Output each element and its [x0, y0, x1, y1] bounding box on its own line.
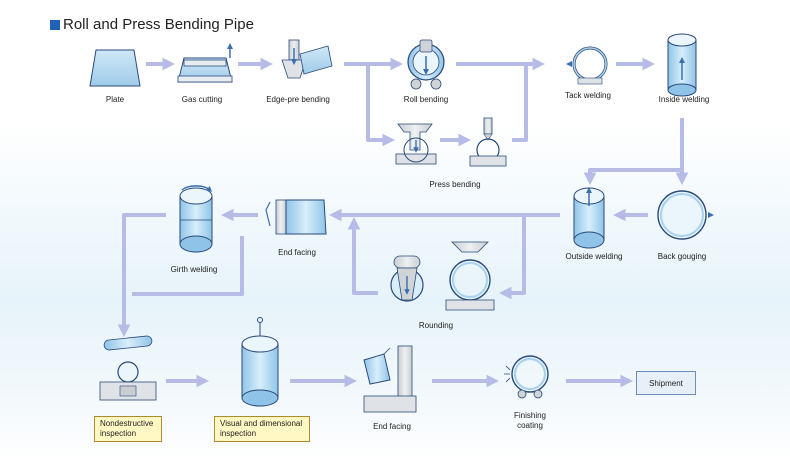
arrow-branch-to-press: [366, 64, 396, 147]
arrow-rounding-loop: [498, 215, 526, 300]
finishing-label-line2: coating: [517, 421, 543, 430]
gas-cutting-illustration: [177, 43, 233, 83]
label-back-gouging: Back gouging: [657, 252, 707, 261]
back-gouging-illustration: [657, 190, 714, 240]
page-title-text: Roll and Press Bending Pipe: [63, 16, 254, 33]
visual-label-line1: Visual and dimensional: [220, 419, 303, 428]
label-roll-bending: Roll bending: [403, 95, 449, 104]
arrow-press-return: [512, 64, 528, 142]
tack-welding-illustration: [566, 46, 608, 85]
label-edge-pre-bending: Edge-pre bending: [266, 95, 330, 104]
ndt-illustration: [99, 335, 157, 401]
label-girth-welding: Girth welding: [170, 265, 218, 274]
finishing-label-line1: Finishing: [513, 411, 547, 420]
ndt-box: Nondestructive inspection: [94, 416, 162, 442]
label-end-facing-top: End facing: [278, 248, 316, 257]
outside-welding-illustration: [573, 187, 605, 249]
girth-welding-illustration: [179, 185, 213, 253]
flow-arrows: [117, 57, 689, 388]
label-rounding: Rounding: [418, 321, 454, 330]
page-title: Roll and Press Bending Pipe: [50, 16, 254, 33]
ndt-label-line2: inspection: [100, 429, 137, 438]
rounding-illustration: [390, 241, 495, 311]
label-end-facing-bottom: End facing: [373, 422, 411, 431]
label-tack-welding: Tack welding: [565, 91, 611, 100]
label-plate: Plate: [105, 95, 125, 104]
visual-inspection-illustration: [241, 317, 279, 407]
arrow-girth-down: [132, 236, 244, 296]
edge-pre-bending-illustration: [281, 39, 333, 79]
press-bending-illustration: [395, 117, 507, 167]
inside-welding-illustration: [667, 33, 697, 97]
label-press-bending: Press bending: [429, 180, 481, 189]
arrow-inside-down: [583, 118, 684, 186]
ndt-label-line1: Nondestructive: [100, 419, 154, 428]
label-inside-welding: Inside welding: [658, 95, 710, 104]
finishing-coating-illustration: [504, 355, 549, 399]
arrow-girth-left: [117, 213, 166, 338]
visual-label-line2: inspection: [220, 429, 257, 438]
shipment-box: Shipment: [636, 371, 696, 395]
visual-inspection-box: Visual and dimensional inspection: [214, 416, 310, 442]
label-shipment: Shipment: [649, 378, 683, 388]
plate-illustration: [89, 49, 141, 87]
end-facing-bottom-illustration: [363, 345, 417, 413]
label-finishing-coating: Finishing coating: [514, 411, 546, 431]
title-square-icon: [50, 19, 60, 30]
end-facing-top-illustration: [265, 199, 327, 235]
roll-bending-illustration: [407, 39, 445, 90]
arrow-rounding-back: [347, 216, 378, 295]
label-outside-welding: Outside welding: [565, 252, 623, 261]
label-gas-cutting: Gas cutting: [181, 95, 223, 104]
